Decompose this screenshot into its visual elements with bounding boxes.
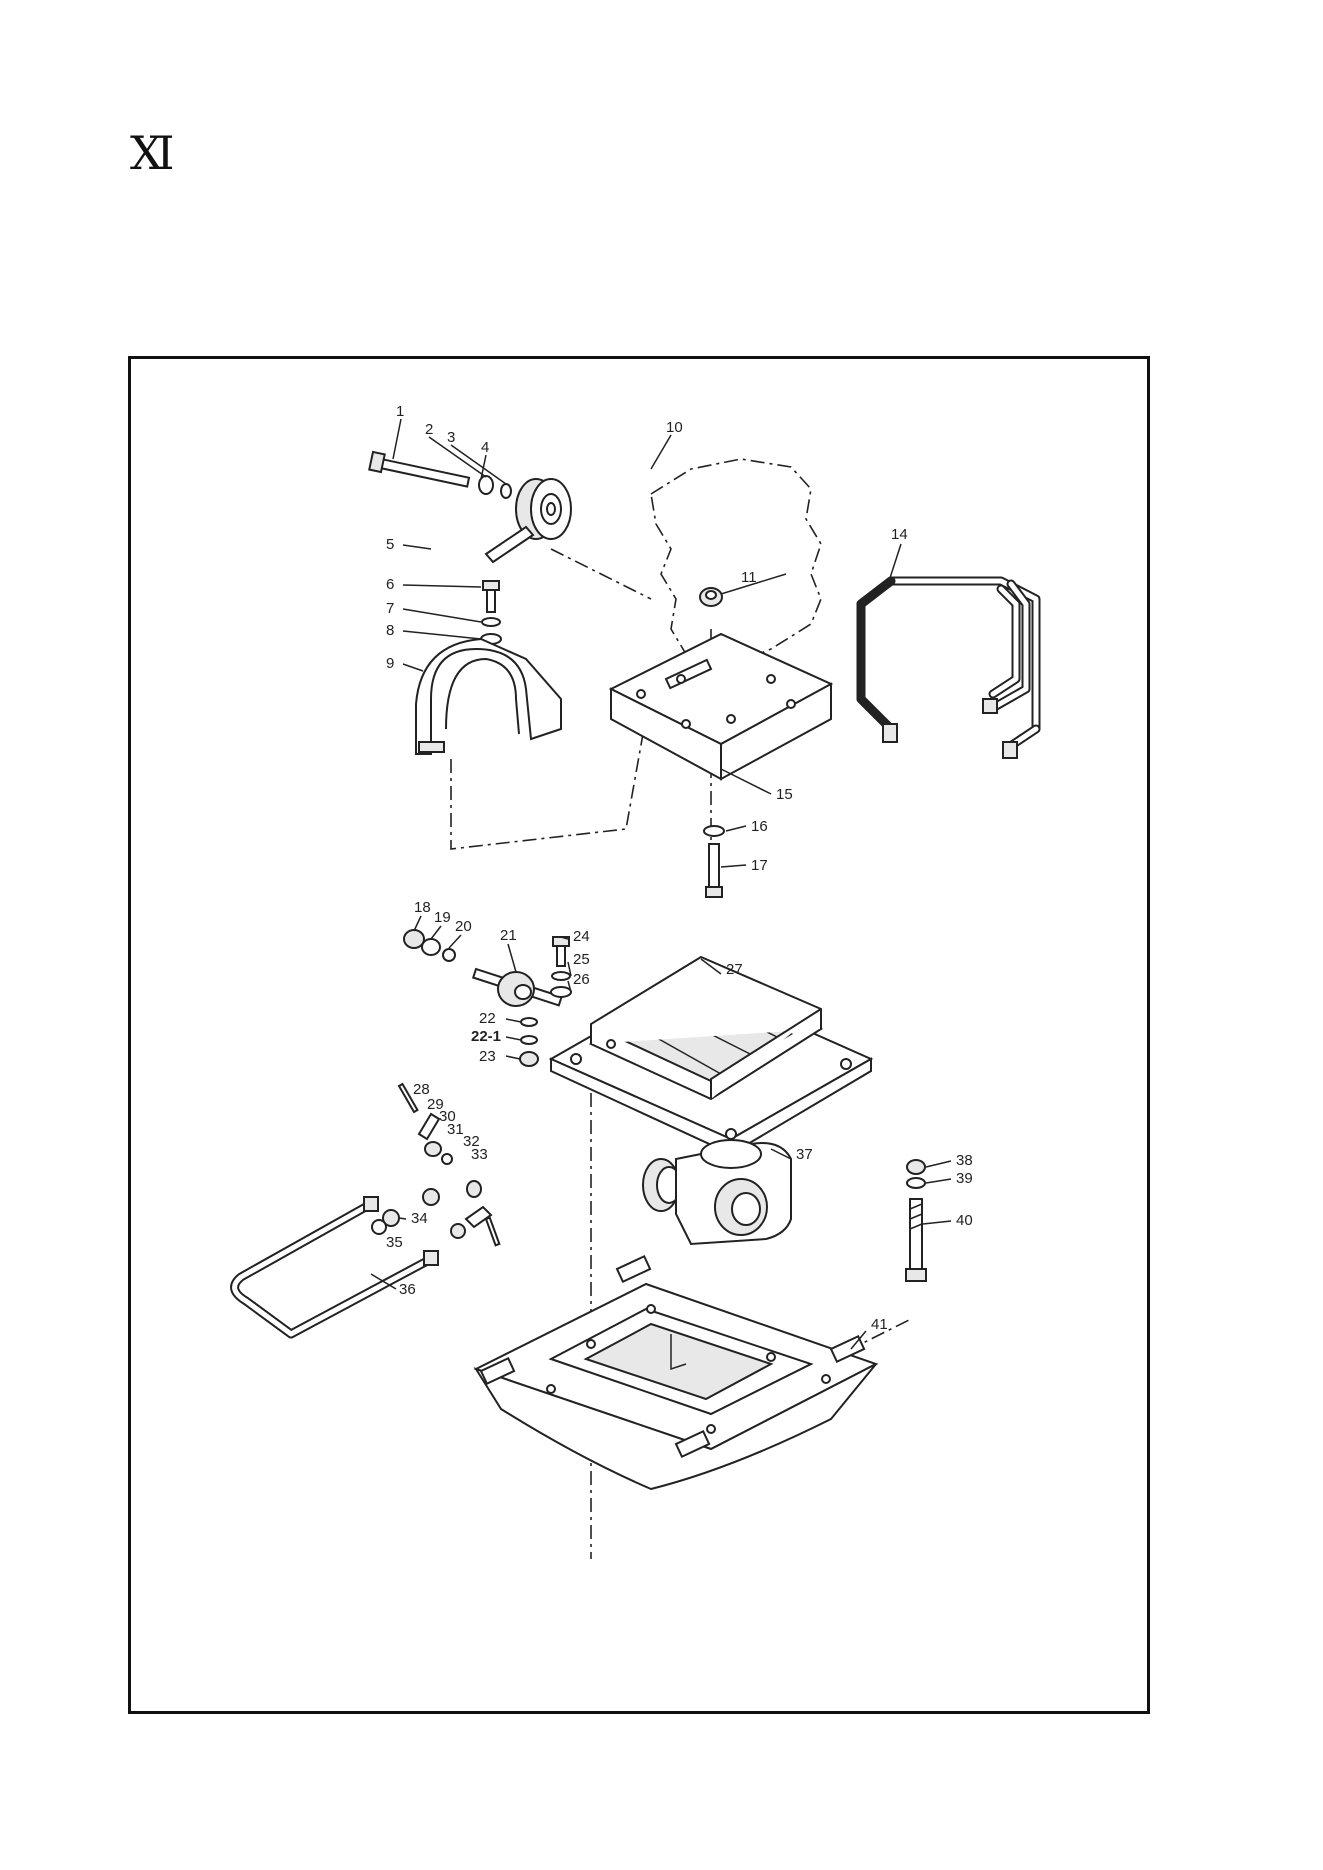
label-1: 1 (396, 403, 404, 420)
label-15: 15 (776, 786, 793, 803)
washer-19 (422, 939, 440, 955)
engine-base-plate-15 (611, 634, 831, 779)
label-2: 2 (425, 421, 433, 438)
base-plate-41 (476, 1256, 876, 1489)
label-3: 3 (447, 429, 455, 446)
diagram-canvas: 1 2 3 4 10 5 6 7 8 9 11 14 15 16 17 18 1… (131, 359, 1147, 1711)
engine-outline (651, 459, 821, 669)
label-8: 8 (386, 622, 394, 639)
washer-35 (372, 1220, 386, 1234)
label-17: 17 (751, 857, 768, 874)
nut-38 (907, 1160, 925, 1174)
label-23: 23 (479, 1048, 496, 1065)
bolt-17 (706, 844, 722, 897)
washer-20 (443, 949, 455, 961)
label-34: 34 (411, 1210, 428, 1227)
bolt-1 (369, 452, 469, 487)
bolt-6 (483, 581, 499, 612)
washer-22-1 (521, 1036, 537, 1044)
label-16: 16 (751, 818, 768, 835)
label-22-1: 22-1 (471, 1028, 501, 1045)
handle-14 (861, 581, 1036, 758)
washer-39 (907, 1178, 925, 1188)
washer-16 (704, 826, 724, 836)
vibration-frame-27 (551, 957, 871, 1154)
eccentric-21 (473, 969, 561, 1006)
label-26: 26 (573, 971, 590, 988)
exciter-37 (643, 1140, 791, 1244)
assembly-line-pulley-engine (551, 549, 651, 599)
washer-7 (482, 618, 500, 626)
label-9: 9 (386, 655, 394, 672)
label-35: 35 (386, 1234, 403, 1251)
label-33: 33 (471, 1146, 488, 1163)
label-41: 41 (871, 1316, 888, 1333)
washer-22 (521, 1018, 537, 1026)
label-7: 7 (386, 600, 394, 617)
label-22: 22 (479, 1010, 496, 1027)
label-5: 5 (386, 536, 394, 553)
washer-26 (551, 987, 571, 997)
label-37: 37 (796, 1146, 813, 1163)
nut-11 (700, 588, 722, 606)
nut-18 (404, 930, 424, 948)
label-25: 25 (573, 951, 590, 968)
label-24: 24 (573, 928, 590, 945)
belt-cover-9 (416, 639, 561, 754)
label-19: 19 (434, 909, 451, 926)
label-39: 39 (956, 1170, 973, 1187)
label-11: 11 (741, 569, 757, 586)
label-14: 14 (891, 526, 908, 543)
label-40: 40 (956, 1212, 973, 1229)
washer-3 (501, 484, 511, 498)
label-20: 20 (455, 918, 472, 935)
section-numeral: Ⅺ (130, 130, 175, 176)
label-4: 4 (481, 439, 489, 456)
exploded-parts-diagram: 1 2 3 4 10 5 6 7 8 9 11 14 15 16 17 18 1… (128, 356, 1150, 1714)
label-21: 21 (500, 927, 517, 944)
label-27: 27 (726, 961, 743, 978)
label-36: 36 (399, 1281, 416, 1298)
label-10: 10 (666, 419, 683, 436)
key-5 (486, 527, 533, 562)
bolt-24 (553, 937, 569, 966)
label-38: 38 (956, 1152, 973, 1169)
bolt-40 (906, 1199, 926, 1281)
label-18: 18 (414, 899, 431, 916)
label-31: 31 (447, 1121, 464, 1138)
handle-36 (235, 1197, 438, 1334)
label-6: 6 (386, 576, 394, 593)
washer-25 (552, 972, 570, 980)
nut-23 (520, 1052, 538, 1066)
